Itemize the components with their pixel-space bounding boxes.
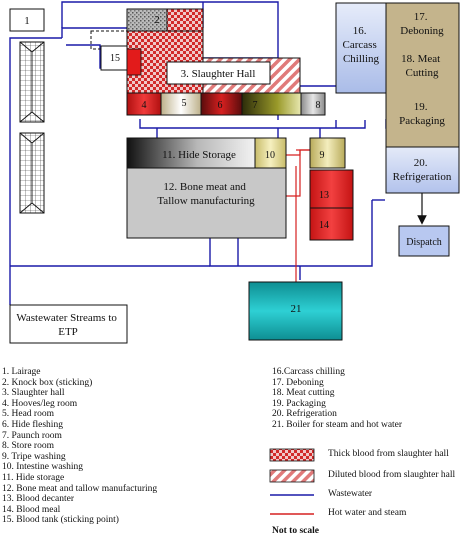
blood-decanter-label: 13: [319, 190, 329, 201]
meat-cutting-line-2: Cutting: [405, 67, 439, 79]
hide-storage-label: 11. Hide Storage: [162, 149, 236, 161]
etp-line-1: Wastewater Streams to: [16, 312, 117, 324]
blood-tank-fill: [126, 48, 142, 76]
hide-storage-box: [126, 137, 256, 169]
legend-item: 7. Paunch room: [2, 430, 62, 441]
knock-box-label: 2: [154, 14, 160, 26]
bone-meat-label: 12. Bone meat and Tallow manufacturing: [157, 181, 255, 207]
carcass-chilling-line-3: Chilling: [343, 53, 380, 65]
legend-left: 1. Lairage 2. Knock box (sticking) 3. Sl…: [2, 367, 157, 526]
legend-item: 21. Boiler for steam and hot water: [272, 419, 403, 430]
etp-label: Wastewater Streams to ETP: [16, 312, 119, 338]
tripe-washing-box: [309, 137, 346, 169]
legend-right: 16.Carcass chilling 17. Deboning 18. Mea…: [272, 367, 402, 431]
not-to-scale-note: Not to scale: [272, 526, 319, 536]
legend-item: 3. Slaughter hall: [2, 388, 65, 399]
legend-item: 13. Blood decanter: [2, 494, 75, 505]
lairage-box: [9, 8, 45, 32]
bone-meat-line-1: 12. Bone meat and: [163, 181, 246, 193]
legend-item: 1. Lairage: [2, 367, 41, 377]
paunch-room-label: 7: [253, 100, 258, 111]
boiler-box: [248, 281, 343, 341]
deboning-line-1: 17.: [414, 11, 428, 23]
deboning-cutting-packaging-box: [385, 2, 460, 148]
legend-item: 16.Carcass chilling: [272, 367, 345, 377]
legend-item: 9. Tripe washing: [2, 451, 66, 462]
legend-item: 6. Hide fleshing: [2, 419, 63, 430]
boiler-label: 21: [291, 303, 302, 315]
sticking-thick-blood-area: [166, 8, 204, 32]
meat-cutting-line-1: 18. Meat: [401, 53, 440, 65]
carcass-chilling-line-1: 16.: [353, 25, 367, 37]
carcass-chilling-box: [335, 2, 387, 94]
legend-item: 20. Refrigeration: [272, 409, 337, 420]
hooves-room-label: 4: [142, 100, 147, 111]
lairage-label: 1: [24, 15, 30, 27]
blood-tank-label: 15: [110, 53, 120, 64]
diluted-blood-key-label: Diluted blood from slaughter hall: [328, 470, 456, 480]
hide-fleshing-label: 6: [218, 100, 223, 111]
carcass-chilling-line-2: Carcass: [343, 39, 377, 51]
packaging-line-2: Packaging: [399, 115, 445, 127]
dispatch-box: [398, 225, 450, 257]
store-room-label: 8: [316, 100, 321, 111]
blood-meal-label: 14: [319, 220, 329, 231]
carcass-chilling-label: 16. Carcass Chilling: [343, 25, 380, 65]
refrigeration-line-2: Refrigeration: [393, 171, 452, 183]
legend-item: 19. Packaging: [272, 398, 326, 409]
meat-cutting-label: 18. Meat Cutting: [401, 53, 443, 79]
lairage-pen-1: [19, 41, 45, 123]
deboning-line-2: Deboning: [400, 25, 444, 37]
legend-item: 8. Store room: [2, 441, 54, 452]
refrigeration-line-1: 20.: [414, 157, 428, 169]
bone-meat-box: [126, 167, 287, 239]
legend-item: 4. Hooves/leg room: [2, 398, 78, 409]
refrigeration-label: 20. Refrigeration: [393, 157, 452, 183]
deboning-label: 17. Deboning: [400, 11, 444, 37]
legend-item: 11. Hide storage: [2, 472, 65, 483]
refrigeration-box: [385, 146, 460, 194]
lairage-pen-2: [19, 132, 45, 214]
tripe-washing-label: 9: [320, 150, 325, 161]
legend-item: 17. Deboning: [272, 377, 324, 388]
paunch-room: [241, 92, 302, 116]
legend-item: 15. Blood tank (sticking point): [2, 515, 119, 526]
head-room-label: 5: [182, 98, 187, 109]
legend-item: 18. Meat cutting: [272, 388, 335, 399]
blood-meal-box: [309, 207, 354, 241]
etp-line-2: ETP: [58, 326, 78, 338]
legend-item: 5. Head room: [2, 409, 54, 420]
wastewater-key-label: Wastewater: [328, 489, 373, 499]
legend-item: 2. Knock box (sticking): [2, 377, 93, 388]
diluted-blood-swatch: [269, 469, 315, 483]
etp-box: [9, 304, 128, 344]
slaughter-hall-box: [166, 61, 271, 85]
bone-meat-line-2: Tallow manufacturing: [157, 195, 255, 207]
blood-decanter-box: [309, 169, 354, 209]
intestine-washing-label: 10: [265, 150, 275, 161]
legend-item: 14. Blood meal: [2, 504, 61, 515]
hot-water-key-label: Hot water and steam: [328, 508, 407, 518]
store-room: [300, 92, 326, 116]
knock-box: [126, 8, 168, 32]
legend-item: 12. Bone meat and tallow manufacturing: [2, 483, 158, 494]
thick-blood-key-label: Thick blood from slaughter hall: [328, 449, 449, 459]
packaging-line-1: 19.: [414, 101, 428, 113]
intestine-washing-box: [254, 137, 287, 169]
slaughter-hall-label: 3. Slaughter Hall: [181, 68, 256, 80]
legend-item: 10. Intestine washing: [2, 462, 84, 473]
thick-blood-swatch: [269, 448, 315, 462]
packaging-label: 19. Packaging: [399, 101, 445, 127]
dispatch-label: Dispatch: [406, 237, 442, 248]
